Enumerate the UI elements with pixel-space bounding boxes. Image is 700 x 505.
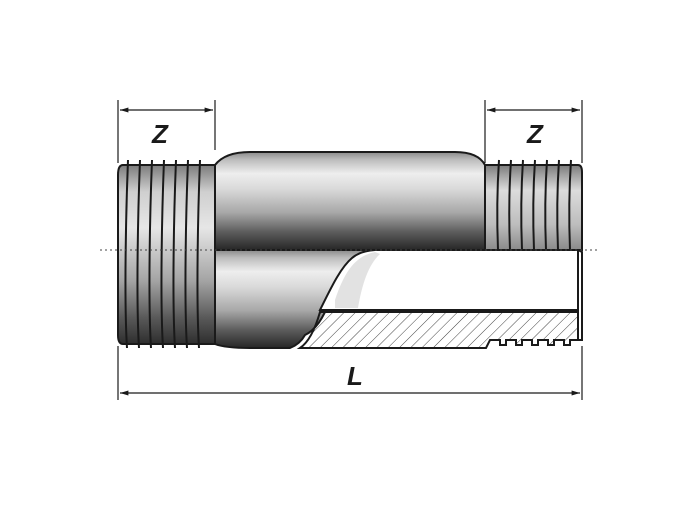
dimension-overall-l: L [117, 346, 583, 400]
dimension-right-z: Z [484, 100, 583, 163]
dimension-left-z: Z [117, 100, 216, 163]
left-threaded-end [117, 159, 216, 349]
left-z-label: Z [151, 119, 169, 149]
left-thread-lines [124, 159, 201, 349]
right-threaded-end [484, 159, 583, 251]
overall-l-label: L [347, 361, 363, 391]
cutaway-section [296, 249, 583, 349]
right-thread-lines [496, 159, 572, 251]
right-z-label: Z [526, 119, 544, 149]
